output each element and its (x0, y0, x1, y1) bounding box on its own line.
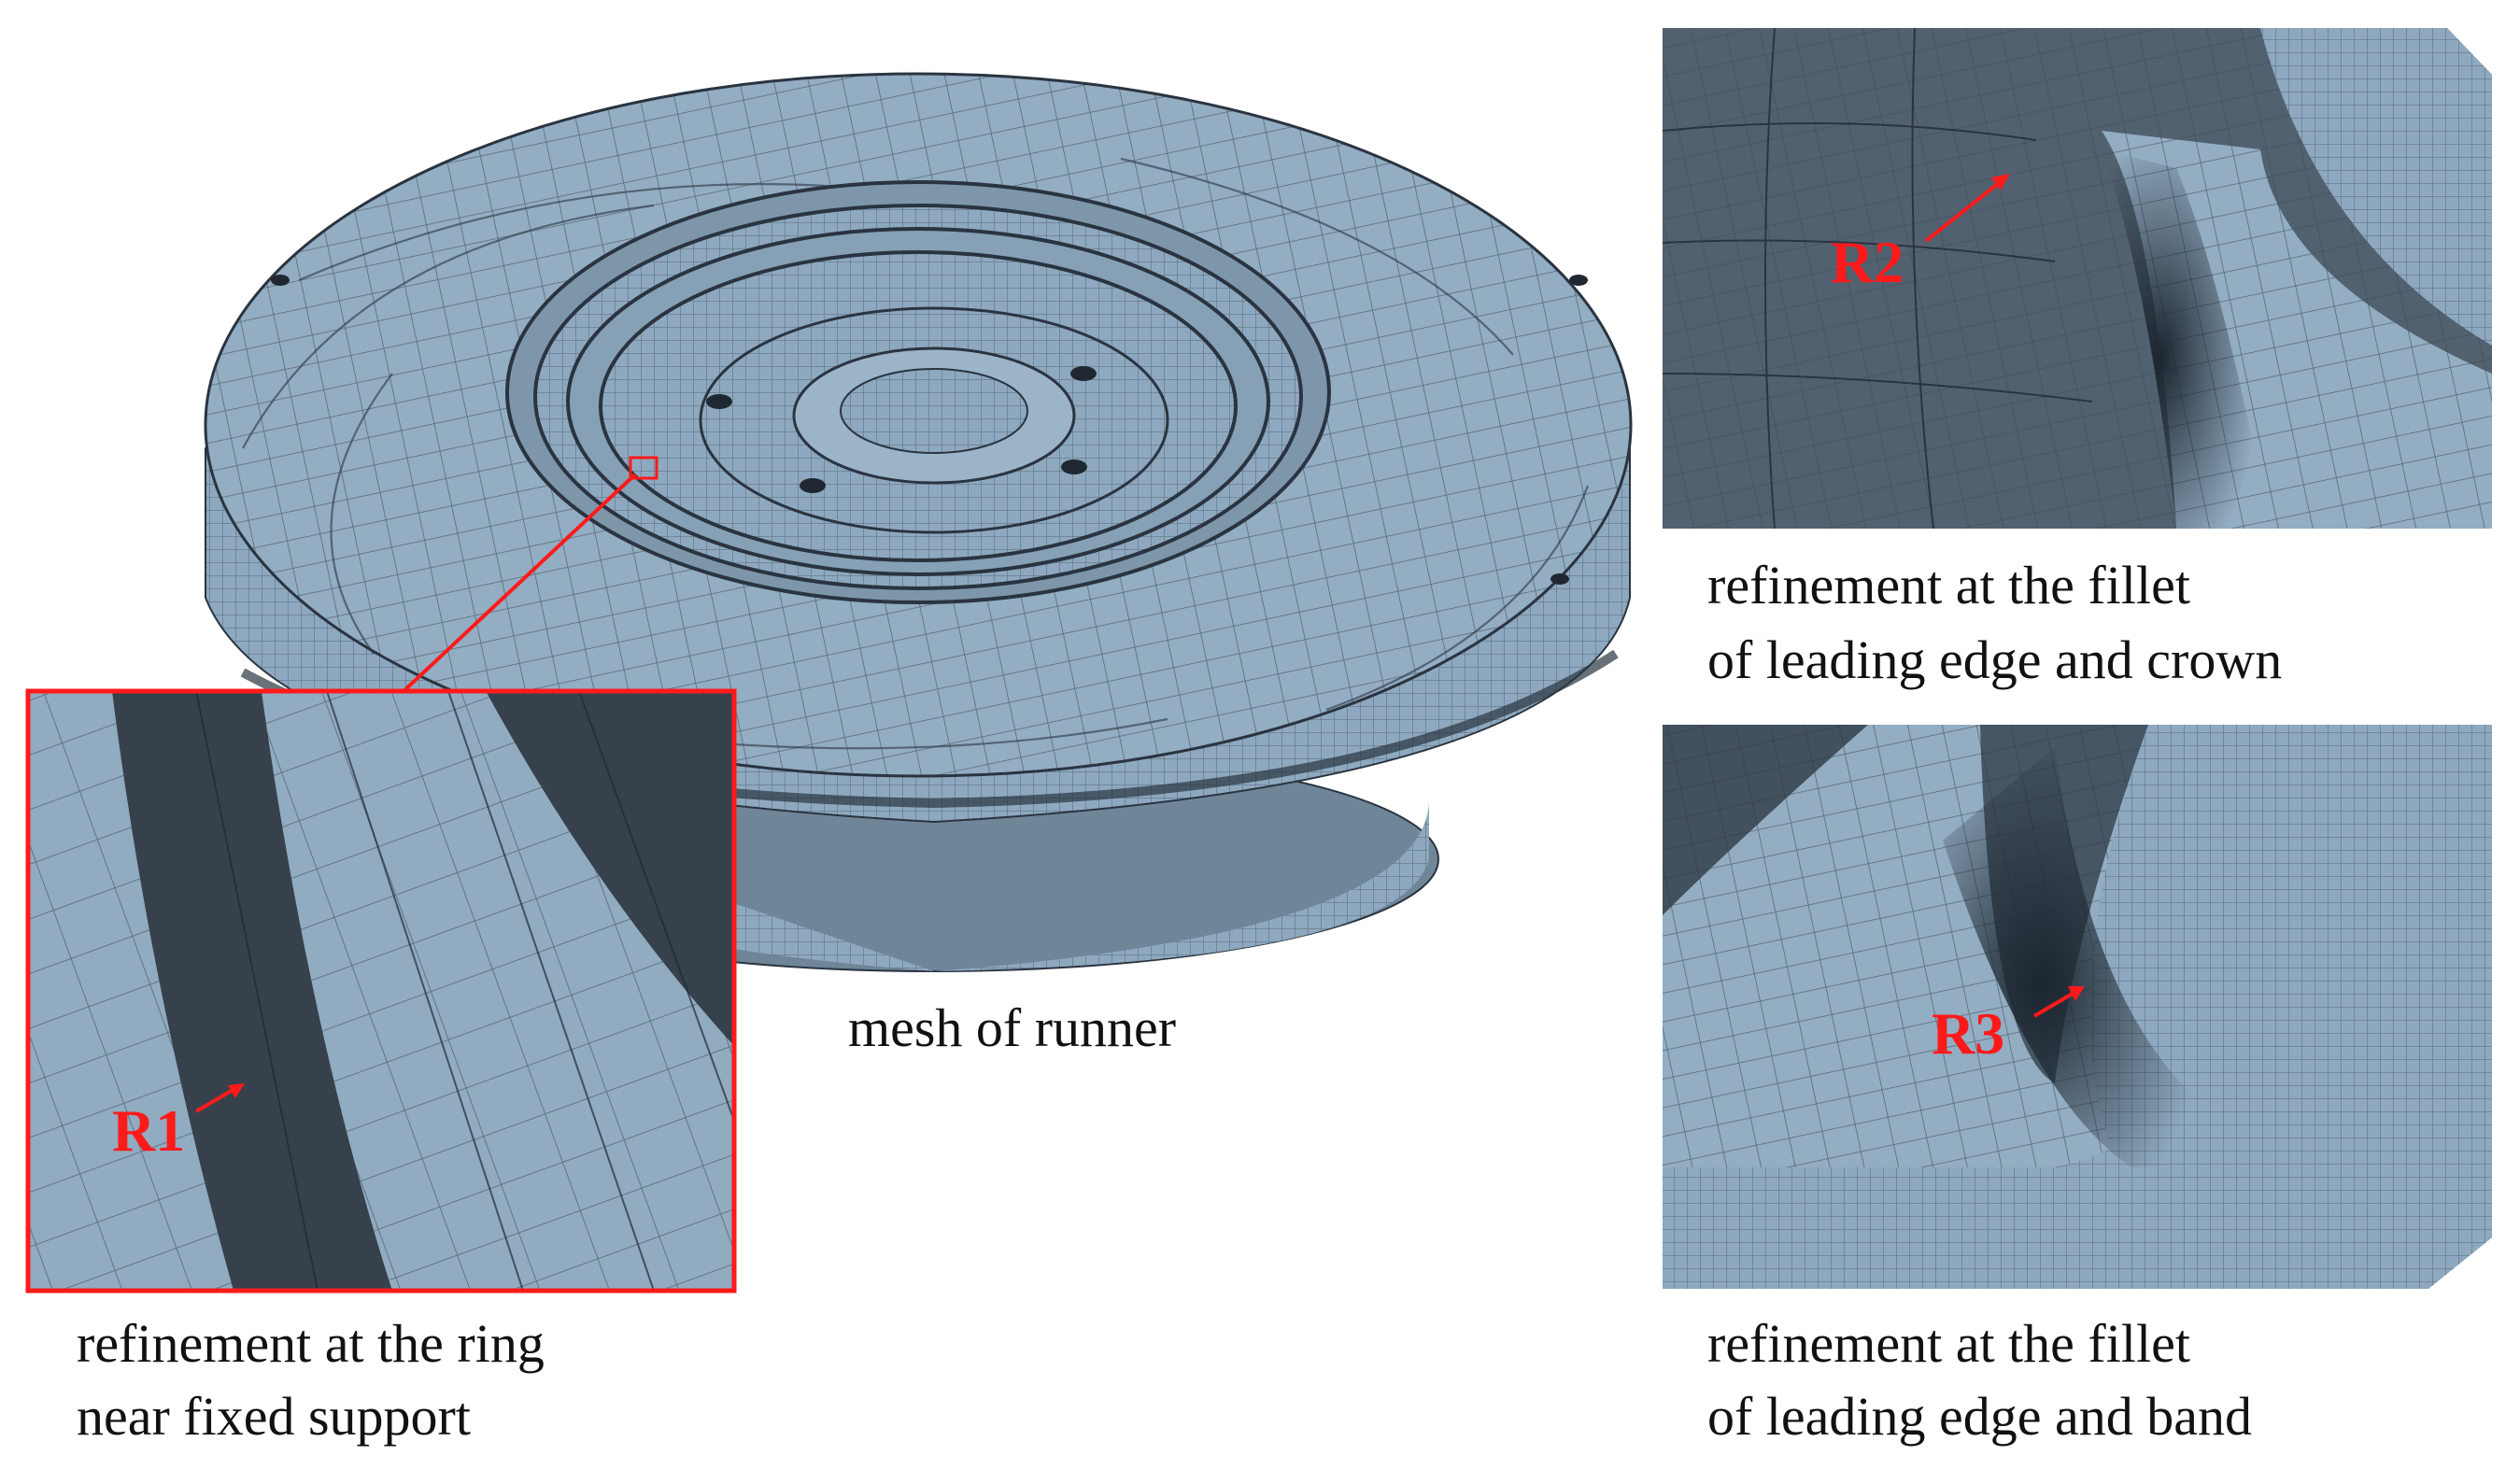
zoom-region-marker (629, 456, 658, 480)
inset-crown-refinement: R2 (1663, 28, 2492, 529)
r3-label: R3 (1932, 1000, 2004, 1067)
zoom-pointer-line (400, 473, 637, 695)
main-caption: mesh of runner (848, 997, 1177, 1058)
ring-caption-line2: near fixed support (77, 1386, 471, 1447)
crown-caption-line2: of leading edge and crown (1707, 629, 2283, 690)
r2-label: R2 (1831, 229, 1904, 295)
r3-arrow (2032, 990, 2077, 1018)
r2-arrow (1924, 181, 2001, 243)
ring-caption-line1: refinement at the ring (77, 1313, 545, 1374)
band-caption-line2: of leading edge and band (1707, 1386, 2253, 1447)
inset-ring-refinement: R1 (25, 688, 737, 1293)
inset-band-refinement: R3 (1663, 725, 2492, 1289)
band-caption-line1: refinement at the fillet (1707, 1313, 2190, 1374)
inset-ring-frame (25, 688, 737, 1293)
crown-caption-line1: refinement at the fillet (1707, 555, 2190, 615)
r1-label: R1 (112, 1097, 185, 1164)
